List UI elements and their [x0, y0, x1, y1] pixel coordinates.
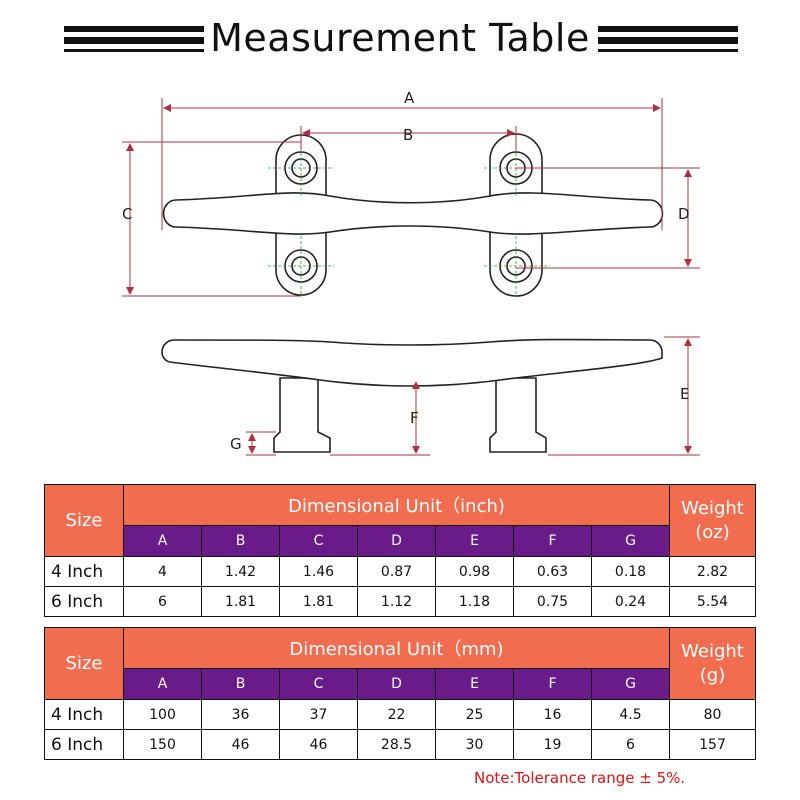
table-cell: 1.46 [279, 556, 358, 587]
table-row: 6 Inch 6 1.81 1.81 1.12 1.18 0.75 0.24 5… [44, 586, 756, 617]
table-cell: 1.12 [357, 586, 436, 617]
table-cell: 46 [279, 729, 358, 760]
table-row: 4 Inch 100 36 37 22 25 16 4.5 80 [44, 699, 756, 730]
table-cell: 25 [435, 699, 514, 730]
mm-measurement-table: Size Dimensional Unit（mm) Weight (g) A B… [44, 627, 756, 760]
dim-label-g: G [230, 435, 242, 453]
table-cell: 0.63 [513, 556, 592, 587]
weight-header-label: Weight [681, 640, 744, 662]
weight-cell: 157 [669, 729, 756, 760]
dimension-lines [122, 98, 700, 456]
table-cell: 1.42 [201, 556, 280, 587]
tolerance-note: Note:Tolerance range ± 5%. [474, 769, 686, 787]
cleat-technical-drawing: A B C D E F G [122, 89, 700, 456]
weight-cell: 80 [669, 699, 756, 730]
title-banner: Measurement Table [0, 0, 800, 90]
dim-label-f: F [410, 409, 419, 427]
page-title: Measurement Table [210, 16, 590, 60]
table-cell: 19 [513, 729, 592, 760]
table-cell: 0.87 [357, 556, 436, 587]
table-cell: 100 [123, 699, 202, 730]
size-header: Size [44, 484, 124, 557]
dim-label-c: C [122, 205, 132, 223]
table-row: 6 Inch 150 46 46 28.5 30 19 6 157 [44, 729, 756, 760]
table-cell: 0.24 [591, 586, 670, 617]
row-size-label: 6 Inch [44, 586, 124, 617]
weight-cell: 2.82 [669, 556, 756, 587]
row-size-label: 4 Inch [44, 556, 124, 587]
column-header: G [591, 525, 670, 557]
weight-header: Weight (oz) [669, 484, 756, 557]
cleat-top-view [162, 133, 664, 297]
dimensional-unit-header: Dimensional Unit（mm) [123, 627, 670, 669]
inch-measurement-table: Size Dimensional Unit（inch) Weight (oz) … [44, 484, 756, 617]
column-header: F [513, 668, 592, 700]
column-header: A [123, 525, 202, 557]
weight-header-unit: (g) [699, 664, 726, 686]
table-cell: 36 [201, 699, 280, 730]
column-header: F [513, 525, 592, 557]
table-cell: 1.81 [279, 586, 358, 617]
weight-header-label: Weight [681, 497, 744, 519]
size-header: Size [44, 627, 124, 700]
column-header: D [357, 668, 436, 700]
table-cell: 46 [201, 729, 280, 760]
dimensional-unit-header: Dimensional Unit（inch) [123, 484, 670, 526]
column-header: G [591, 668, 670, 700]
column-header: B [201, 668, 280, 700]
table-cell: 1.18 [435, 586, 514, 617]
table-cell: 6 [123, 586, 202, 617]
title-decoration-left [64, 26, 204, 57]
table-row: 4 Inch 4 1.42 1.46 0.87 0.98 0.63 0.18 2… [44, 556, 756, 587]
column-header: D [357, 525, 436, 557]
weight-cell: 5.54 [669, 586, 756, 617]
table-cell: 4.5 [591, 699, 670, 730]
table-cell: 6 [591, 729, 670, 760]
dim-label-e: E [680, 385, 689, 403]
table-cell: 4 [123, 556, 202, 587]
dim-label-b: B [403, 126, 413, 144]
column-header: E [435, 668, 514, 700]
table-cell: 1.81 [201, 586, 280, 617]
weight-header: Weight (g) [669, 627, 756, 700]
table-cell: 150 [123, 729, 202, 760]
dim-label-a: A [404, 89, 415, 107]
table-cell: 0.98 [435, 556, 514, 587]
table-cell: 0.18 [591, 556, 670, 587]
table-cell: 0.75 [513, 586, 592, 617]
column-header: A [123, 668, 202, 700]
weight-header-unit: (oz) [695, 521, 730, 543]
row-size-label: 6 Inch [44, 729, 124, 760]
column-header: C [279, 525, 358, 557]
table-cell: 30 [435, 729, 514, 760]
table-cell: 16 [513, 699, 592, 730]
cleat-side-view [161, 338, 663, 453]
column-header: C [279, 668, 358, 700]
column-header: E [435, 525, 514, 557]
row-size-label: 4 Inch [44, 699, 124, 730]
table-cell: 22 [357, 699, 436, 730]
column-header: B [201, 525, 280, 557]
table-cell: 28.5 [357, 729, 436, 760]
title-decoration-right [598, 26, 738, 57]
table-cell: 37 [279, 699, 358, 730]
dim-label-d: D [678, 205, 690, 223]
